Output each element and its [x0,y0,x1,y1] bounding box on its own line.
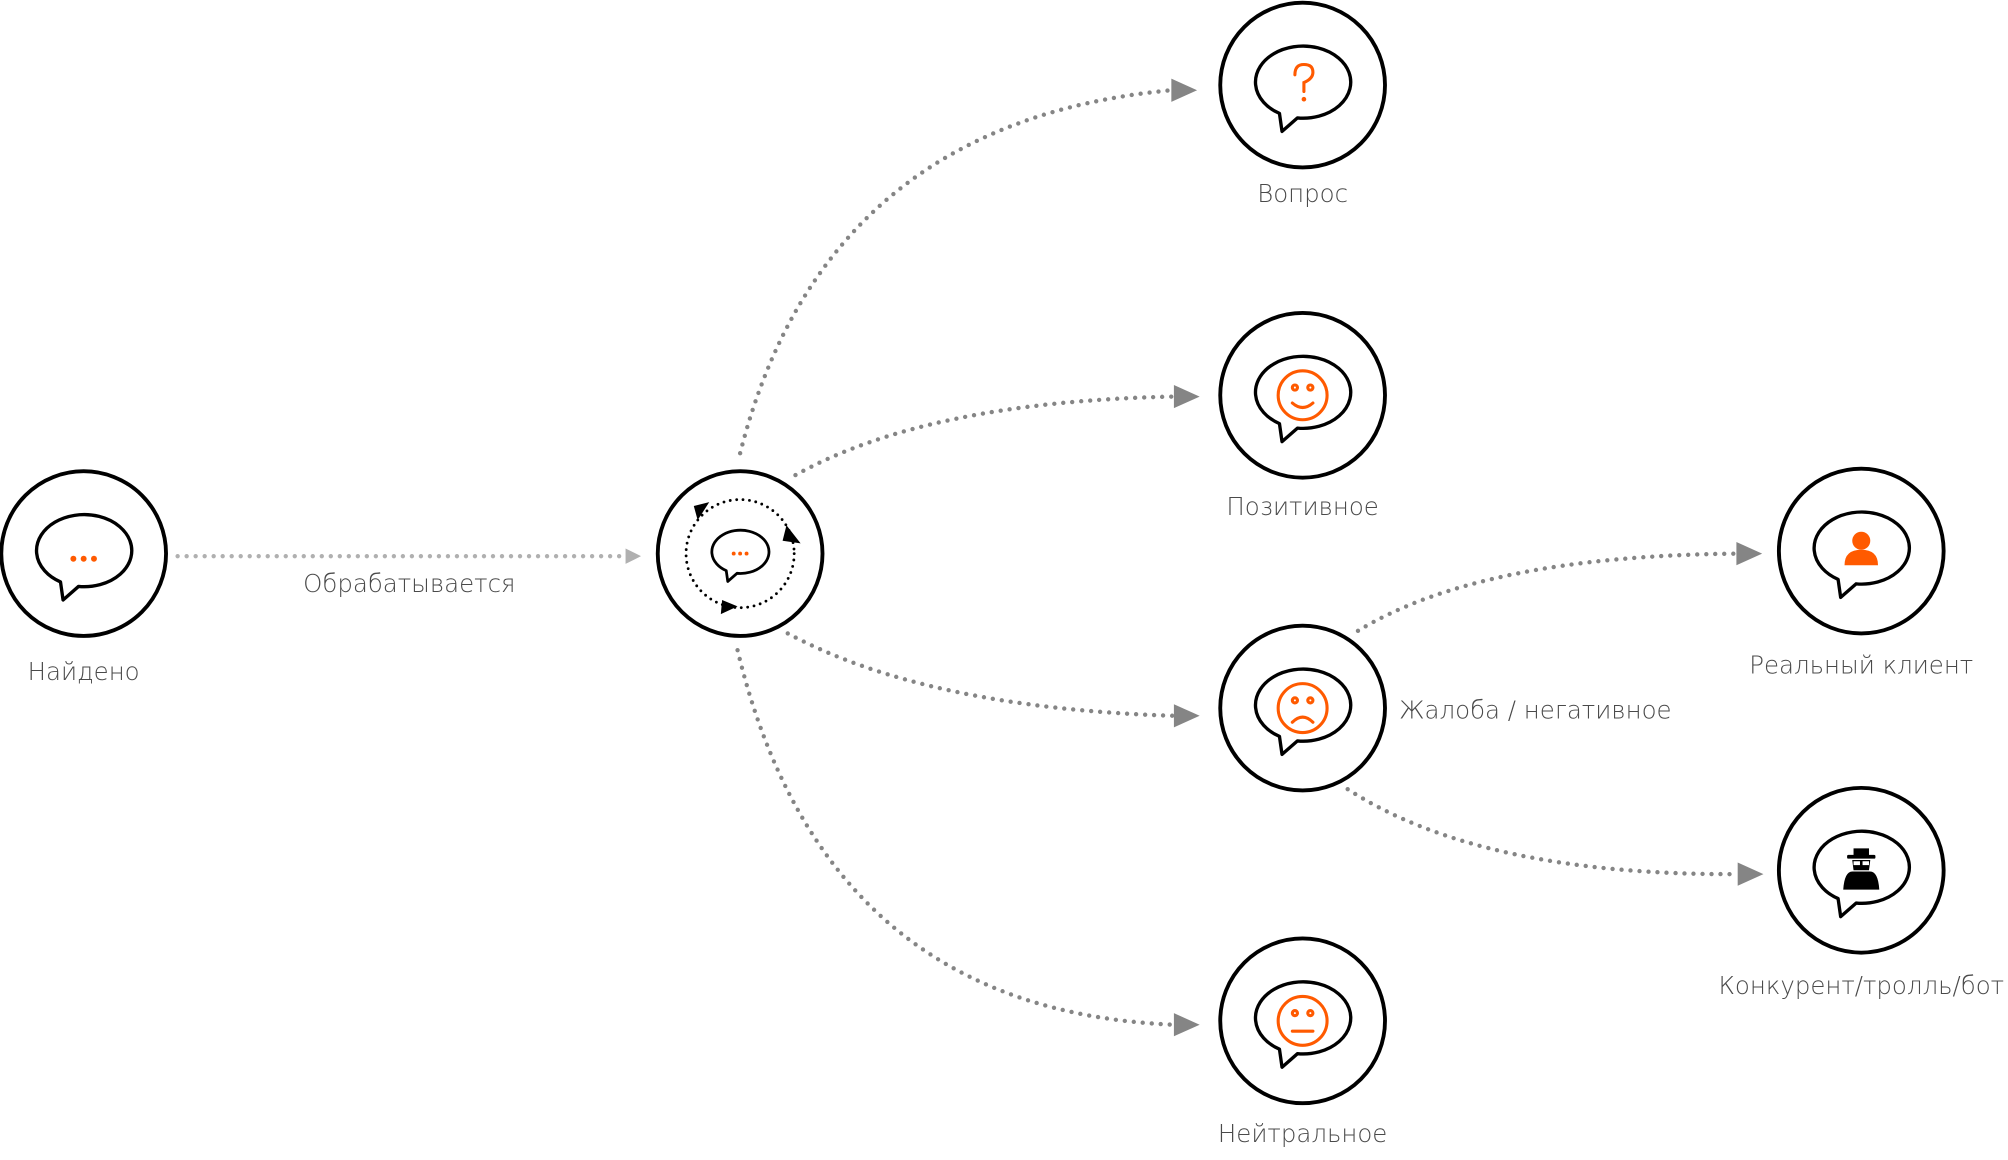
chat-ellipsis-icon [70,555,97,562]
node-complaint-label: Жалоба / негативное [1399,695,1671,724]
node-competitor[interactable] [1776,785,1946,955]
edge-to-real-client [1355,542,1763,634]
node-real-client-label: Реальный клиент [1749,650,1973,679]
node-real-client[interactable] [1776,466,1946,636]
chat-frown-icon [1276,682,1329,735]
chat-refresh-icon [684,498,801,615]
edge-to-question [737,78,1198,456]
edge-label-processing: Обрабатывается [303,569,515,598]
node-positive-label: Позитивное [1226,492,1378,521]
node-neutral-label: Нейтральное [1218,1119,1387,1148]
edge-to-positive [793,384,1200,478]
node-complaint[interactable] [1218,623,1387,793]
chat-smile-icon [1276,369,1329,422]
node-found[interactable] [0,469,168,638]
chat-question-icon [1293,62,1315,102]
node-competitor-label: Конкурент/тролль/бот [1718,971,2004,1000]
chat-user-icon [1844,531,1878,566]
node-processing[interactable] [655,469,825,638]
node-positive[interactable] [1218,310,1387,480]
node-found-label: Найдено [28,657,140,686]
node-question[interactable] [1218,0,1387,170]
node-neutral[interactable] [1218,936,1387,1106]
edge-to-complaint [785,631,1200,728]
edge-to-neutral [735,647,1200,1037]
node-question-label: Вопрос [1257,179,1348,208]
edge-to-competitor [1345,786,1764,886]
chat-neutral-face-icon [1276,994,1329,1047]
chat-spy-icon [1843,848,1880,890]
edge-found-to-processing [175,548,642,564]
